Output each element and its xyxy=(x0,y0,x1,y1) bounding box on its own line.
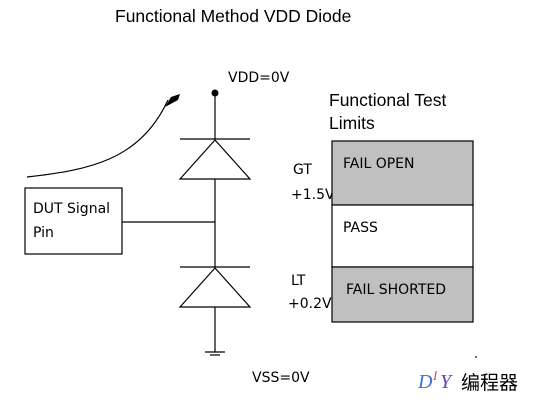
watermark-logo: D I Y xyxy=(417,368,453,393)
watermark-letter-y: Y xyxy=(440,371,453,393)
lt-label: LT xyxy=(291,273,306,289)
probe-curve xyxy=(26,99,169,178)
limit-band-pass-label: PASS xyxy=(343,220,378,236)
dut-label-line2: Pin xyxy=(33,225,54,241)
limit-band-fail-open-label: FAIL OPEN xyxy=(343,156,415,172)
upper-diode-icon xyxy=(178,139,252,180)
watermark-text: 编程器 xyxy=(461,372,518,394)
limit-band-pass xyxy=(331,204,474,268)
limit-band-fail-open xyxy=(331,140,474,206)
limit-band-fail-shorted xyxy=(331,266,474,323)
watermark-letter-i: I xyxy=(432,368,438,383)
stray-dot xyxy=(475,356,477,358)
gt-value: +1.5V xyxy=(291,187,335,203)
limits-header-line2: Limits xyxy=(329,113,375,133)
limit-band-fail-shorted-label: FAIL SHORTED xyxy=(346,282,446,298)
probe-arrowhead-icon xyxy=(165,94,180,107)
diagram-title: Functional Method VDD Diode xyxy=(115,6,351,26)
limits-header-line1: Functional Test xyxy=(329,90,447,110)
watermark-letter-d: D xyxy=(417,371,433,393)
vdd-label: VDD=0V xyxy=(228,70,290,86)
lt-value: +0.2V xyxy=(288,296,332,312)
dut-signal-pin-box xyxy=(24,187,123,255)
dut-label-line1: DUT Signal xyxy=(33,201,110,217)
lower-diode-icon xyxy=(178,267,252,308)
vss-label: VSS=0V xyxy=(252,370,310,386)
gt-label: GT xyxy=(293,162,312,178)
